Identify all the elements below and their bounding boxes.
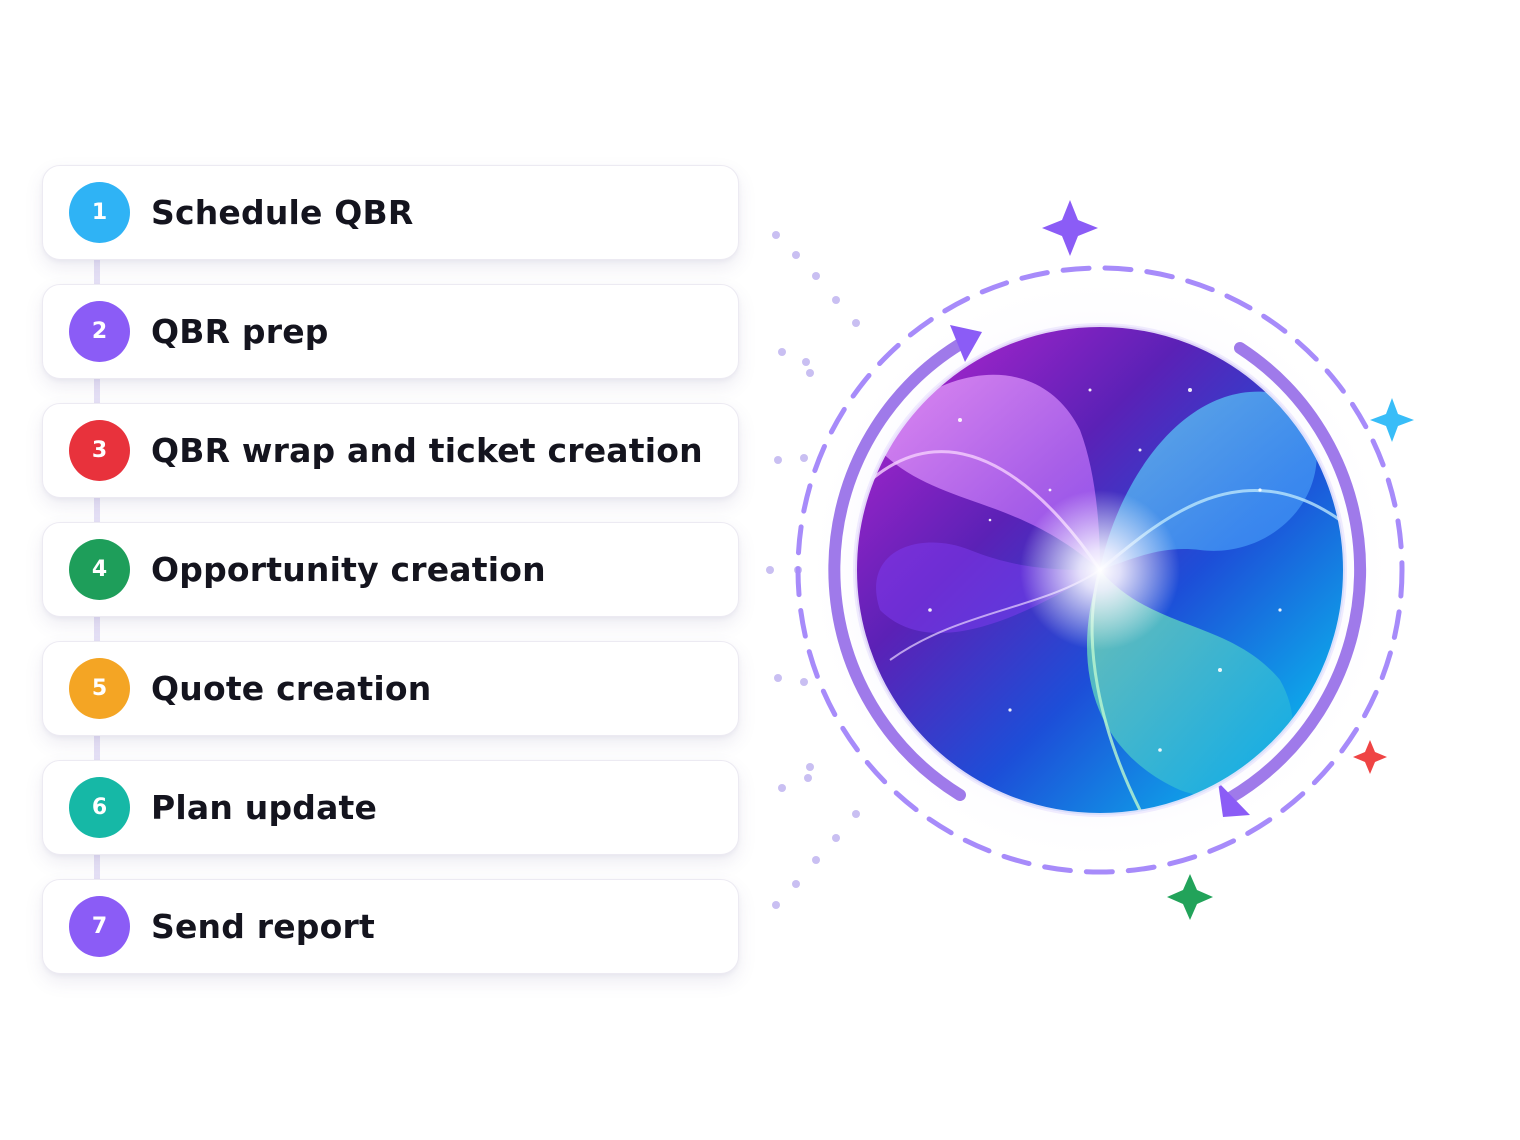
cycle-arc-right xyxy=(1224,342,1367,804)
sparkle-blue-icon xyxy=(1370,398,1414,442)
arrow-head-bottom-icon xyxy=(1218,782,1250,817)
dashed-orbit-ring xyxy=(795,265,1405,875)
step-number-badge-1: 1 xyxy=(69,182,130,243)
step-card-6[interactable]: 6 Plan update xyxy=(42,760,739,855)
sparkle-green-icon xyxy=(1167,874,1213,920)
step-number-badge-3: 3 xyxy=(69,420,130,481)
galaxy-orb xyxy=(855,325,1345,815)
step-label-6: Plan update xyxy=(151,787,378,827)
step-card-4[interactable]: 4 Opportunity creation xyxy=(42,522,739,617)
step-number-badge-2: 2 xyxy=(69,301,130,362)
step-card-3[interactable]: 3 QBR wrap and ticket creation xyxy=(42,403,739,498)
dotted-connector-lines xyxy=(766,231,860,909)
step-label-7: Send report xyxy=(151,906,375,946)
step-number-badge-4: 4 xyxy=(69,539,130,600)
sparkle-red-icon xyxy=(1353,740,1387,774)
step-label-5: Quote creation xyxy=(151,668,432,708)
arrow-head-top-icon xyxy=(950,325,982,362)
swirling-galaxy-orb-icon xyxy=(766,200,1414,920)
sparkle-purple-icon xyxy=(1042,200,1098,256)
step-card-2[interactable]: 2 QBR prep xyxy=(42,284,739,379)
step-number-badge-6: 6 xyxy=(69,777,130,838)
step-number-badge-5: 5 xyxy=(69,658,130,719)
step-number-badge-7: 7 xyxy=(69,896,130,957)
step-card-5[interactable]: 5 Quote creation xyxy=(42,641,739,736)
step-label-4: Opportunity creation xyxy=(151,549,546,589)
step-card-1[interactable]: 1 Schedule QBR xyxy=(42,165,739,260)
step-label-3: QBR wrap and ticket creation xyxy=(151,430,703,470)
step-list: 1 Schedule QBR 2 QBR prep 3 QBR wrap and… xyxy=(42,165,739,998)
step-label-2: QBR prep xyxy=(151,311,329,351)
step-card-7[interactable]: 7 Send report xyxy=(42,879,739,974)
step-label-1: Schedule QBR xyxy=(151,192,414,232)
cycle-arc-left xyxy=(828,334,973,801)
